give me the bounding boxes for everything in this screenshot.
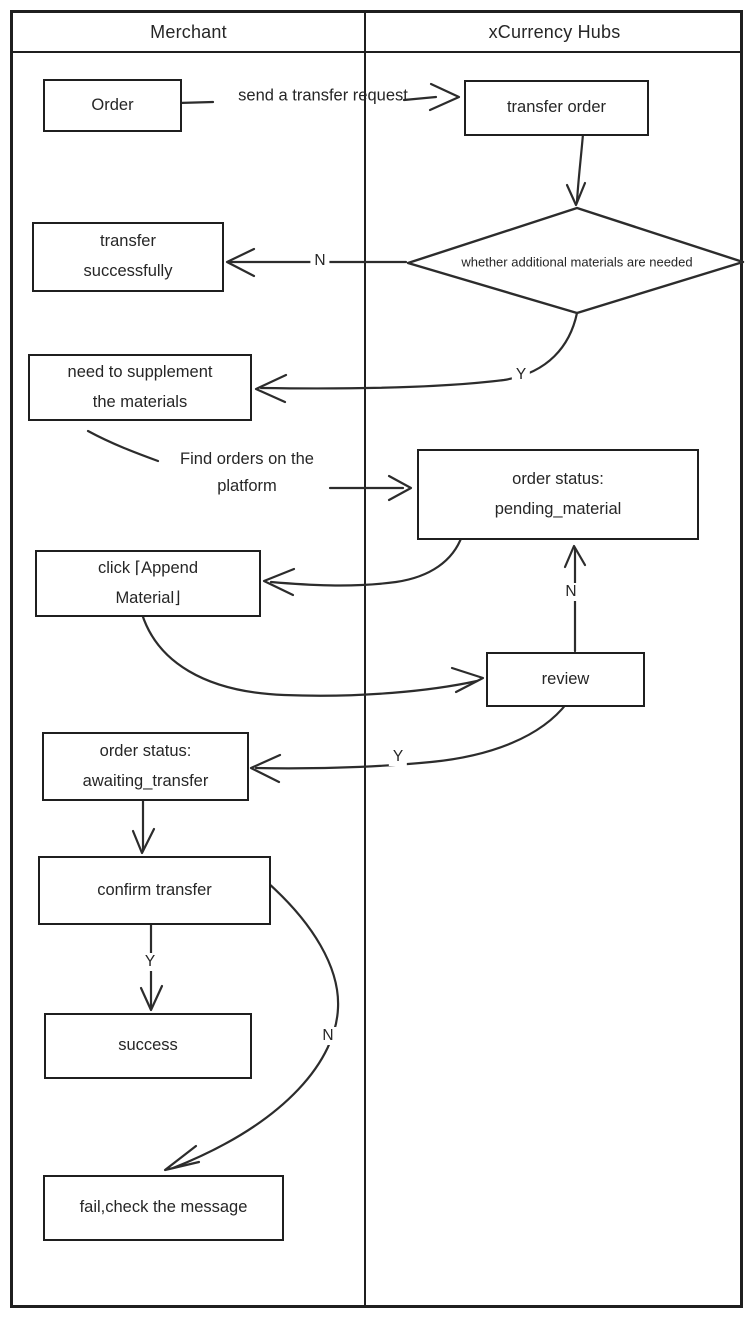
edge-label-send-request: send a transfer request	[238, 86, 408, 105]
node-need-supplement: need to supplement the materials	[28, 354, 252, 421]
node-awaiting-transfer: order status: awaiting_transfer	[42, 732, 249, 801]
node-decision-label: whether additional materials are needed	[461, 254, 693, 270]
edge-label-confirm-yes: Y	[140, 953, 160, 971]
node-success: success	[44, 1013, 252, 1079]
node-need-supplement-label: need to supplement the materials	[67, 362, 213, 411]
node-pending-material-label: order status: pending_material	[494, 469, 622, 518]
edge-label-review-yes: Y	[388, 748, 408, 766]
edge-label-decision-no: N	[310, 252, 330, 270]
edge-label-review-no: N	[561, 583, 581, 601]
node-confirm-transfer-label: confirm transfer	[97, 880, 212, 899]
edge-label-confirm-no: N	[318, 1027, 338, 1045]
node-review-label: review	[541, 669, 590, 688]
lane-divider	[364, 10, 366, 1305]
node-fail-label: fail,check the message	[79, 1198, 248, 1217]
node-success-label: success	[118, 1036, 178, 1055]
node-order-label: Order	[91, 95, 134, 114]
node-confirm-transfer: confirm transfer	[38, 856, 271, 925]
node-transfer-successfully: transfer successfully	[32, 222, 224, 292]
lane-header-separator	[10, 51, 743, 53]
node-click-append-material: click ⌈Append Material⌋	[35, 550, 261, 617]
lane-header-merchant: Merchant	[150, 21, 227, 42]
node-order: Order	[43, 79, 182, 132]
node-pending-material: order status: pending_material	[417, 449, 699, 540]
node-awaiting-transfer-label: order status: awaiting_transfer	[82, 741, 209, 790]
node-fail: fail,check the message	[43, 1175, 284, 1241]
node-review: review	[486, 652, 645, 707]
edge-label-decision-yes: Y	[511, 366, 531, 384]
diagram-outer-border	[10, 10, 743, 1308]
node-transfer-successfully-label: transfer successfully	[83, 232, 173, 280]
lane-header-xcurrency-hubs: xCurrency Hubs	[488, 21, 621, 42]
node-transfer-order: transfer order	[464, 80, 649, 136]
node-click-append-material-label: click ⌈Append Material⌋	[98, 558, 198, 607]
node-transfer-order-label: transfer order	[506, 98, 607, 117]
edge-label-find-orders: Find orders on the platform	[180, 450, 314, 496]
